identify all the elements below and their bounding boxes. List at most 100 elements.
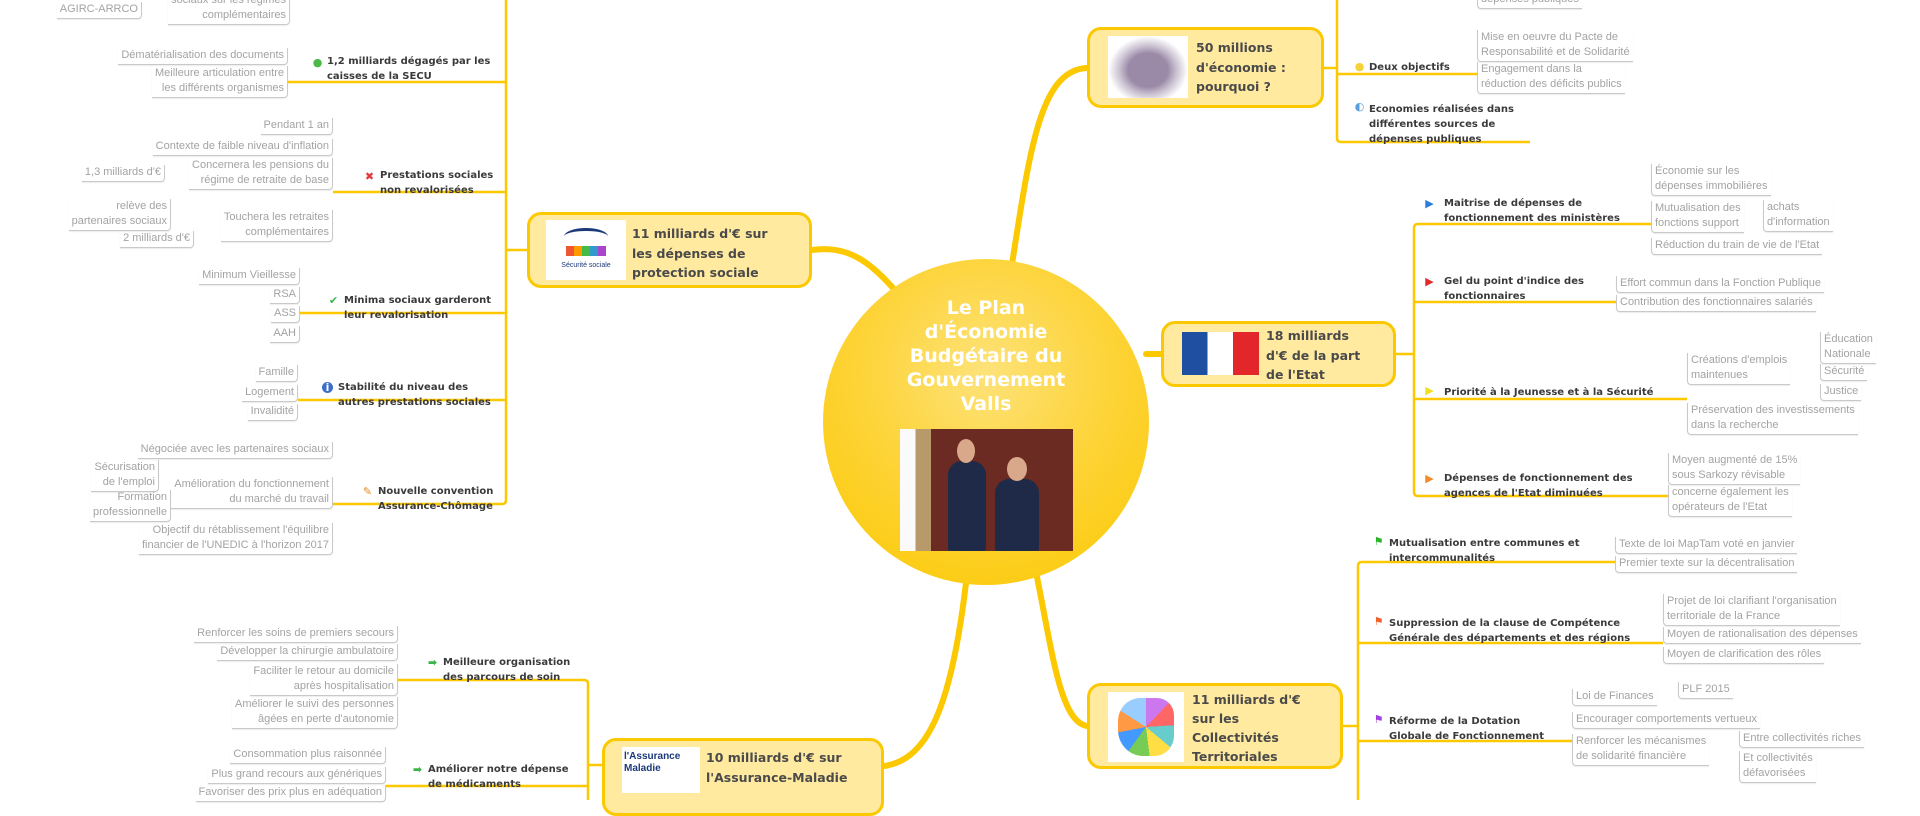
leaf-node[interactable]: Concernera les pensions du régime de ret… bbox=[189, 158, 333, 190]
leaf-node[interactable]: Moyen de rationalisation des dépenses bbox=[1663, 627, 1861, 644]
topic-node[interactable]: Nouvelle convention Assurance-Chômage bbox=[378, 486, 494, 512]
leaf-node[interactable]: sociaux sur les régimes complémentaires bbox=[168, 0, 290, 25]
topic-node[interactable]: Prestations sociales non revalorisées bbox=[380, 170, 494, 196]
topic-node[interactable]: Economies réalisées dans différentes sou… bbox=[1369, 104, 1514, 145]
leaf-node[interactable]: Logement bbox=[242, 385, 298, 402]
topic-node[interactable]: Maitrise de dépenses de fonctionnement d… bbox=[1444, 198, 1620, 224]
orange-flag-icon: ⚑ bbox=[1373, 615, 1384, 628]
leaf-node[interactable]: Dématérialisation des documents bbox=[118, 48, 288, 65]
leaf-node[interactable]: Créations d'emplois maintenues bbox=[1687, 353, 1791, 385]
leaf-node[interactable]: Projet de loi clarifiant l'organisation … bbox=[1663, 594, 1840, 626]
red-tag-icon: ▶ bbox=[1425, 275, 1434, 288]
node-collectivites[interactable]: 11 milliards d'€ sur les Collectivités T… bbox=[1087, 683, 1343, 769]
leaf-node[interactable]: Justice bbox=[1820, 384, 1862, 401]
leaf-node[interactable]: Réduction du train de vie de l'Etat bbox=[1651, 238, 1823, 255]
securite-sociale-logo: Sécurité sociale bbox=[546, 220, 626, 280]
topic-node[interactable]: 1,2 milliards dégagés par les caisses de… bbox=[327, 56, 491, 82]
leaf-node[interactable]: Favoriser des prix plus en adéquation bbox=[195, 785, 386, 802]
leaf-node[interactable]: AAH bbox=[270, 326, 300, 343]
leaf-node[interactable]: Premier texte sur la décentralisation bbox=[1615, 556, 1798, 573]
leaf-node[interactable]: Renforcer les mécanismes de solidarité f… bbox=[1572, 734, 1710, 766]
leaf-node[interactable]: Contexte de faible niveau d'inflation bbox=[152, 139, 333, 156]
leaf-node[interactable]: 2 milliards d'€ bbox=[120, 231, 194, 248]
leaf-node[interactable]: achats d'information bbox=[1763, 200, 1833, 232]
leaf-node[interactable]: Loi de Finances bbox=[1572, 689, 1657, 706]
node-securite-sociale[interactable]: Sécurité sociale 11 milliards d'€ sur le… bbox=[527, 212, 812, 288]
topic-node[interactable]: Minima sociaux garderont leur revalorisa… bbox=[344, 295, 492, 321]
leaf-node[interactable]: Mutualisation des fonctions support bbox=[1651, 201, 1744, 233]
leaf-node[interactable]: Moyen de clarification des rôles bbox=[1663, 647, 1825, 664]
node-title: 11 milliards d'€ sur les Collectivités T… bbox=[1192, 692, 1301, 764]
memo-icon: ✎ bbox=[362, 485, 373, 498]
leaf-node[interactable]: Meilleure articulation entre les différe… bbox=[151, 66, 288, 98]
topic-node[interactable]: Stabilité du niveau des autres prestatio… bbox=[338, 382, 491, 408]
leaf-node[interactable]: concerne également les opérateurs de l'E… bbox=[1668, 485, 1792, 517]
topic-node[interactable]: Réforme de la Dotation Globale de Foncti… bbox=[1389, 716, 1545, 742]
leaf-node[interactable]: RSA bbox=[270, 287, 300, 304]
leaf-node[interactable]: AGIRC-ARRCO bbox=[56, 2, 142, 19]
euro-icon: ◐ bbox=[1354, 100, 1365, 113]
leaf-node[interactable]: Contribution des fonctionnaires salariés bbox=[1616, 295, 1816, 312]
topic-node[interactable]: Dépenses de fonctionnement des agences d… bbox=[1444, 473, 1633, 499]
leaf-node[interactable]: Texte de loi MapTam voté en janvier bbox=[1615, 537, 1798, 554]
topic-node[interactable]: Mutualisation entre communes et intercom… bbox=[1389, 538, 1580, 564]
lightbulb-icon: ● bbox=[1354, 60, 1365, 73]
marianne-flag-logo bbox=[1182, 332, 1259, 375]
topic-node[interactable]: Meilleure organisation des parcours de s… bbox=[443, 657, 571, 683]
leaf-node[interactable]: PLF 2015 bbox=[1678, 682, 1733, 699]
leaf-node[interactable]: Effort commun dans la Fonction Publique bbox=[1616, 276, 1824, 293]
node-assurance-maladie[interactable]: l'Assurance Maladie 10 milliards d'€ sur… bbox=[602, 738, 884, 816]
leaf-node[interactable]: Sécurité bbox=[1820, 364, 1868, 381]
central-photo bbox=[900, 429, 1073, 551]
leaf-node[interactable]: Négociée avec les partenaires sociaux bbox=[137, 442, 333, 459]
leaf-node[interactable]: Éducation Nationale bbox=[1820, 332, 1876, 364]
leaf-node[interactable]: Objectif du rétablissement l'équilibre f… bbox=[138, 523, 333, 555]
leaf-node[interactable]: Minimum Vieillesse bbox=[199, 268, 300, 285]
topic-node[interactable]: Deux objectifs bbox=[1369, 62, 1450, 73]
leaf-node[interactable]: Famille bbox=[255, 365, 298, 382]
leaf-node[interactable]: Mise en oeuvre du Pacte de Responsabilit… bbox=[1477, 30, 1633, 62]
leaf-node[interactable]: Renforcer les soins de premiers secours bbox=[194, 626, 398, 643]
leaf-node[interactable]: Et collectivités défavorisées bbox=[1739, 751, 1816, 783]
topic-node[interactable]: Priorité à la Jeunesse et à la Sécurité bbox=[1444, 387, 1654, 398]
central-topic-title: Le Plan d'Économie Budgétaire du Gouvern… bbox=[906, 297, 1066, 415]
leaf-node[interactable]: Améliorer le suivi des personnes âgées e… bbox=[232, 697, 398, 729]
leaf-node[interactable]: Consommation plus raisonnée bbox=[230, 747, 386, 764]
node-title: 18 milliards d'€ de la part de l'Etat bbox=[1266, 328, 1361, 382]
purple-flag-icon: ⚑ bbox=[1373, 713, 1384, 726]
leaf-node[interactable]: Touchera les retraites complémentaires bbox=[220, 210, 333, 242]
leaf-node[interactable]: Faciliter le retour au domicile après ho… bbox=[250, 664, 398, 696]
leaf-node[interactable]: Encourager comportements vertueux bbox=[1572, 712, 1760, 729]
leaf-node[interactable]: Développer la chirurgie ambulatoire bbox=[217, 644, 398, 661]
leaf-node[interactable]: Formation professionnelle bbox=[90, 490, 171, 522]
leaf-node[interactable]: relève des partenaires sociaux bbox=[68, 199, 171, 231]
green-arrow-icon: ➡ bbox=[427, 656, 438, 669]
link-center-maladie bbox=[881, 580, 969, 769]
topic-node[interactable]: Améliorer notre dépense de médicaments bbox=[428, 764, 569, 790]
node-title: 11 milliards d'€ sur les dépenses de pro… bbox=[632, 226, 768, 280]
banknotes-image bbox=[1108, 36, 1188, 98]
leaf-node[interactable]: dépenses publiques bbox=[1477, 0, 1582, 9]
leaf-node[interactable]: Sécurisation de l'emploi bbox=[91, 460, 159, 492]
leaf-node[interactable]: Amélioration du fonctionnement du marché… bbox=[171, 477, 333, 509]
leaf-node[interactable]: Engagement dans la réduction des déficit… bbox=[1477, 62, 1625, 94]
checkmark-icon: ✔ bbox=[328, 294, 339, 307]
leaf-node[interactable]: Entre collectivités riches bbox=[1739, 731, 1864, 748]
link-center-pourquoi bbox=[1009, 65, 1090, 267]
leaf-node[interactable]: Plus grand recours aux génériques bbox=[208, 767, 386, 784]
node-pourquoi[interactable]: 50 millions d'économie : pourquoi ? bbox=[1087, 27, 1324, 108]
node-title: 50 millions d'économie : pourquoi ? bbox=[1196, 40, 1286, 94]
topic-node[interactable]: Suppression de la clause de Compétence G… bbox=[1389, 618, 1631, 644]
leaf-node[interactable]: Préservation des investissements dans la… bbox=[1687, 403, 1858, 435]
node-etat[interactable]: 18 milliards d'€ de la part de l'Etat bbox=[1161, 321, 1396, 387]
france-map-image bbox=[1108, 692, 1184, 762]
leaf-node[interactable]: 1,3 milliards d'€ bbox=[81, 165, 165, 182]
orange-tag-icon: ▶ bbox=[1425, 472, 1434, 485]
topic-node[interactable]: Gel du point d'indice des fonctionnaires bbox=[1444, 276, 1584, 302]
leaf-node[interactable]: Économie sur les dépenses immobilières bbox=[1651, 164, 1771, 196]
leaf-node[interactable]: Invalidité bbox=[247, 404, 298, 421]
leaf-node[interactable]: Pendant 1 an bbox=[260, 118, 333, 135]
leaf-node[interactable]: ASS bbox=[270, 306, 300, 323]
leaf-node[interactable]: Moyen augmenté de 15% sous Sarkozy révis… bbox=[1668, 453, 1801, 485]
info-icon: i bbox=[322, 382, 333, 393]
